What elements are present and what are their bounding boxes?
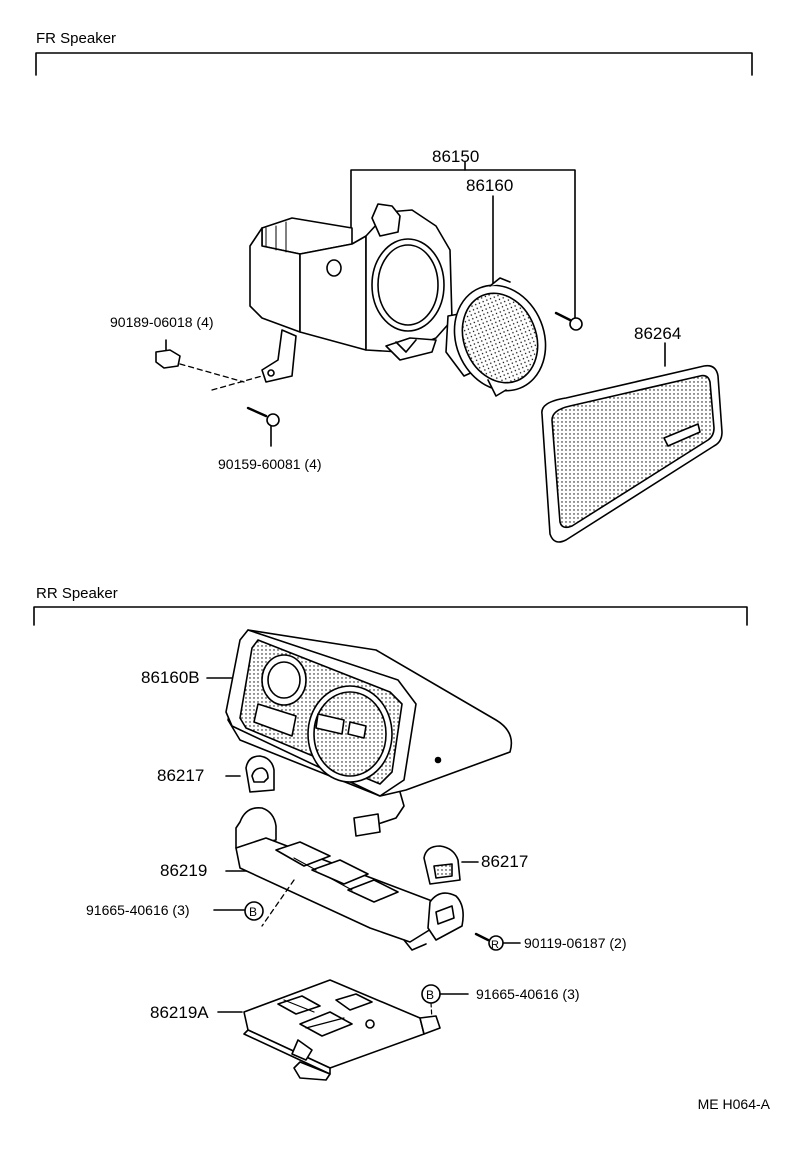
- label-90119: 90119-06187 (2): [524, 935, 626, 951]
- plate-86219a: [243, 979, 441, 1081]
- rear-speaker-box-86160b: [225, 629, 513, 837]
- rr-section-frame: [33, 606, 748, 626]
- label-86219: 86219: [160, 861, 207, 880]
- label-86160: 86160: [466, 176, 513, 195]
- pad-86217-left: [245, 755, 275, 793]
- label-86150: 86150: [432, 147, 479, 166]
- fr-section-frame: [35, 52, 753, 76]
- leader-86150: [350, 169, 576, 324]
- screw-90119: [474, 932, 521, 951]
- label-90159: 90159-60081 (4): [218, 456, 322, 472]
- label-86217-right: 86217: [481, 852, 528, 871]
- screw-icon: [554, 311, 583, 331]
- label-86160b: 86160B: [141, 668, 200, 687]
- speaker-housing: [249, 203, 453, 383]
- fr-speaker-title: FR Speaker: [36, 30, 117, 47]
- speaker-grille-86264: [541, 364, 723, 543]
- label-91665-1: 91665-40616 (3): [86, 902, 190, 918]
- bracket-86219: [235, 806, 464, 951]
- clip-90189: [155, 339, 263, 391]
- label-90189: 90189-06018 (4): [110, 314, 214, 330]
- r-symbol-letter: R: [491, 939, 499, 951]
- label-91665-2: 91665-40616 (3): [476, 986, 580, 1002]
- diagram-reference-code: ME H064-A: [697, 1096, 770, 1112]
- b-symbol-letter-2: B: [426, 988, 434, 1002]
- b-symbol-letter: B: [249, 905, 257, 919]
- rr-speaker-title: RR Speaker: [36, 585, 118, 602]
- screw-90159: [246, 406, 280, 447]
- round-speaker-86160: [445, 277, 547, 397]
- b-symbol-icon: [244, 901, 264, 921]
- label-86217-left: 86217: [157, 766, 204, 785]
- label-86219a: 86219A: [150, 1003, 209, 1022]
- label-86264: 86264: [634, 324, 681, 343]
- pad-86217-right: [423, 845, 461, 885]
